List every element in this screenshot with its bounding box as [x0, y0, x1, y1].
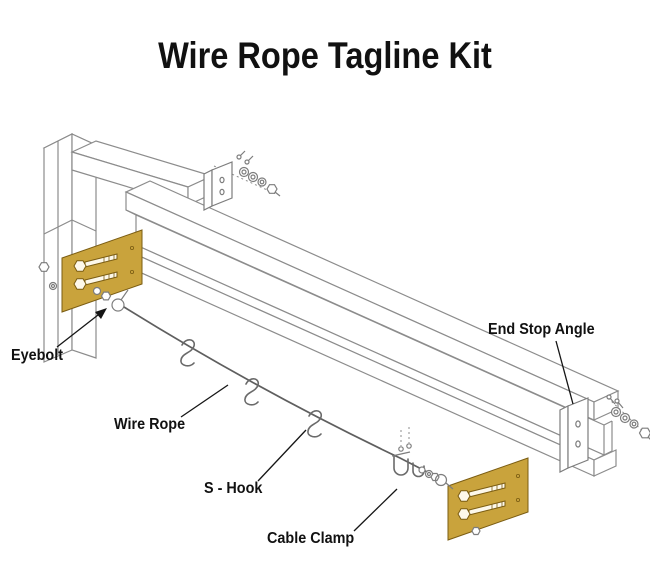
eyebolt-ring: [434, 473, 448, 487]
eyebolt-label: Eyebolt: [11, 347, 64, 364]
bracket-hole: [219, 176, 225, 184]
beam-end-bottom-flange: [593, 449, 617, 477]
screw-head: [606, 394, 612, 400]
hex-nut: [100, 291, 112, 301]
washer-hole: [259, 179, 265, 185]
cable-clamp-leader-line: [353, 488, 398, 532]
washer: [247, 171, 259, 183]
right-bracket-assembly: [434, 457, 529, 541]
cable-clamp-label: Cable Clamp: [267, 530, 355, 547]
s-hook-label: S - Hook: [204, 480, 263, 497]
screw: [617, 401, 624, 409]
end-stop-angle-label: End Stop Angle: [488, 321, 595, 338]
hardware-group-top: [203, 150, 281, 211]
tagline-bracket-plate: [447, 457, 529, 541]
angle-bracket-flange: [203, 169, 213, 211]
plate-hole: [516, 497, 521, 502]
eyebolt-shaft: [120, 289, 129, 301]
washer-hole: [631, 421, 637, 427]
beam-flange-edge: [125, 209, 137, 216]
i-beam: [124, 180, 620, 477]
bracket-hole: [575, 440, 581, 448]
u-bolt-clamp: [393, 455, 409, 476]
washer: [610, 406, 622, 418]
wire-rope: [123, 306, 438, 478]
plate-hole: [129, 245, 134, 250]
washer-hole: [50, 283, 56, 289]
eyebolt-leader-line: [56, 314, 99, 348]
column-joint-line: [43, 219, 73, 235]
hex-nut: [430, 472, 440, 482]
bolt-shaft: [647, 436, 650, 440]
washer-hole: [613, 409, 619, 415]
clamp-saddle: [391, 451, 411, 457]
wire-rope-label: Wire Rope: [114, 416, 186, 433]
washer: [92, 286, 102, 296]
page-title: Wire Rope Tagline Kit: [158, 34, 492, 76]
beam-top-flange-front: [125, 191, 595, 421]
washer: [257, 177, 267, 187]
s-hook: [307, 410, 323, 438]
eyebolt-ring: [111, 298, 125, 312]
hex-nut: [638, 427, 650, 439]
washer: [48, 281, 58, 291]
hex-bolt-head: [73, 278, 87, 290]
eyebolt-shaft: [445, 482, 454, 490]
beam-end-web-edge: [603, 420, 613, 426]
plate-hole: [129, 269, 134, 274]
washer: [418, 466, 426, 474]
eyebolt-leader-arrowhead: [95, 308, 107, 319]
washer: [238, 166, 250, 178]
hardware-group-right: [606, 394, 650, 440]
screw-head: [236, 154, 242, 160]
washer-hole: [241, 169, 247, 175]
bolt-shaft: [274, 191, 281, 197]
leader-lines: [56, 308, 574, 532]
cable-clamp-assembly: [391, 427, 440, 482]
end-stop-angle-leader-line: [555, 340, 574, 405]
s-hook-leader-line: [257, 429, 307, 482]
hex-bolt-head: [457, 490, 471, 502]
clamp-nut: [398, 446, 404, 452]
screw-head: [614, 398, 620, 404]
bracket-hole: [219, 188, 225, 196]
hex-bolt-head: [73, 260, 87, 272]
end-stop-angle-face: [567, 397, 589, 469]
hex-nut: [266, 184, 278, 194]
hex-nut: [471, 526, 481, 536]
washer-hole: [622, 415, 628, 421]
hex-bolt-head: [457, 508, 471, 520]
bracket-hole: [575, 420, 581, 428]
washer: [619, 412, 631, 424]
screw: [609, 397, 616, 405]
s-hooks: [180, 339, 323, 438]
column-joint-line: [71, 219, 97, 232]
end-stop-angle: [559, 397, 589, 473]
s-hook: [180, 339, 196, 367]
s-hook: [244, 378, 260, 406]
left-bracket-assembly: [38, 229, 143, 313]
plate-hole: [516, 473, 521, 478]
screw-head: [244, 159, 250, 165]
tagline-bracket-plate: [61, 229, 143, 313]
hex-nut: [38, 262, 50, 272]
clamp-nut: [406, 443, 412, 449]
angle-bracket-face: [211, 161, 233, 207]
washer-hole: [250, 174, 256, 180]
washer-hole: [426, 471, 432, 477]
end-stop-angle-flange: [559, 405, 569, 473]
wire-rope-leader-line: [180, 384, 229, 418]
washer: [629, 419, 639, 429]
